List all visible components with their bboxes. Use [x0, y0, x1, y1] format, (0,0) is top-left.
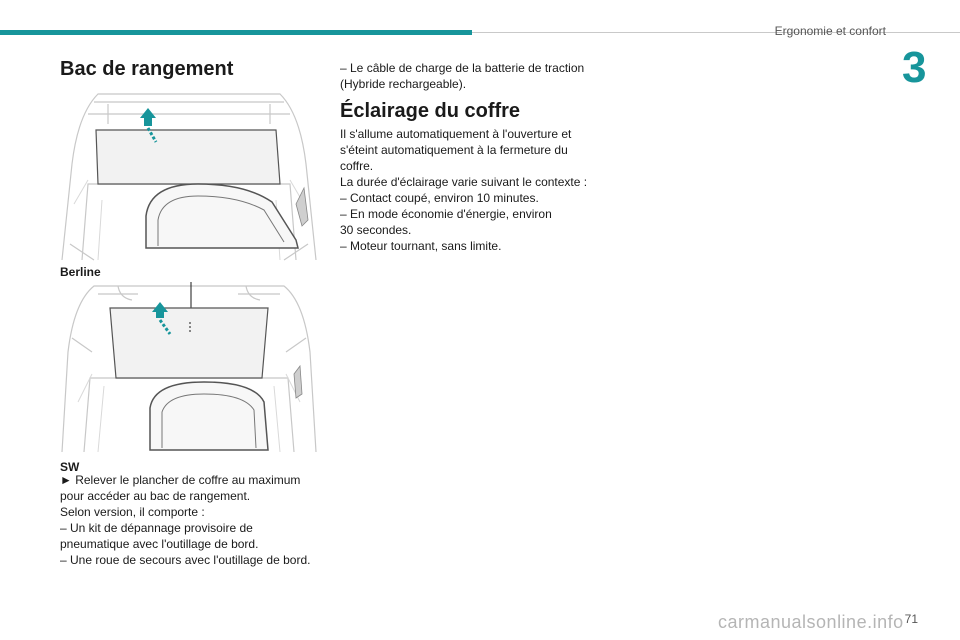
body-line: s'éteint automatiquement à la fermeture … [340, 143, 568, 157]
body-line: – Contact coupé, environ 10 minutes. [340, 191, 539, 205]
side-trim-icon-sw [293, 364, 303, 399]
trunk-lighting-text: Il s'allume automatiquement à l'ouvertur… [340, 126, 600, 254]
side-trim-icon [295, 186, 309, 227]
list-line: (Hybride rechargeable). [340, 77, 467, 91]
body-line: coffre. [340, 159, 374, 173]
storage-instructions: ► Relever le plancher de coffre au maxim… [60, 472, 325, 568]
header-accent-bar [0, 30, 472, 35]
instruction-line: – Une roue de secours avec l'outillage d… [60, 553, 311, 567]
chapter-title: Ergonomie et confort [774, 24, 886, 38]
body-line: – En mode économie d'énergie, environ [340, 207, 552, 221]
instruction-line: pneumatique avec l'outillage de bord. [60, 537, 259, 551]
trunk-illustration-sw [61, 282, 317, 453]
storage-well-sw [149, 381, 269, 451]
instruction-line: – Un kit de dépannage provisoire de [60, 521, 253, 535]
instruction-line: ► Relever le plancher de coffre au maxim… [60, 473, 301, 487]
header-rule [472, 32, 960, 33]
section-title-storage: Bac de rangement [60, 58, 234, 80]
boot-floor-panel-sw [109, 307, 269, 379]
body-line: – Moteur tournant, sans limite. [340, 239, 502, 253]
figure-caption-sw: SW [60, 460, 80, 474]
body-line: 30 secondes. [340, 223, 412, 237]
list-line: – Le câble de charge de la batterie de t… [340, 61, 585, 75]
lift-arrow-icon-sw [152, 302, 172, 335]
storage-list-continued: – Le câble de charge de la batterie de t… [340, 60, 600, 92]
figure-caption-berline: Berline [60, 265, 101, 279]
instruction-line: pour accéder au bac de rangement. [60, 489, 251, 503]
section-title-trunk-lighting: Éclairage du coffre [340, 100, 521, 122]
body-line: La durée d'éclairage varie suivant le co… [340, 175, 588, 189]
instruction-line: Selon version, il comporte : [60, 505, 205, 519]
watermark-text: carmanualsonline.info [718, 612, 904, 632]
page-number: 71 [904, 612, 918, 626]
trunk-illustration-berline [61, 93, 317, 261]
lift-arrow-icon [140, 108, 158, 143]
boot-floor-panel [95, 129, 281, 185]
chapter-number: 3 [902, 43, 927, 92]
storage-well [145, 183, 299, 249]
body-line: Il s'allume automatiquement à l'ouvertur… [340, 127, 572, 141]
